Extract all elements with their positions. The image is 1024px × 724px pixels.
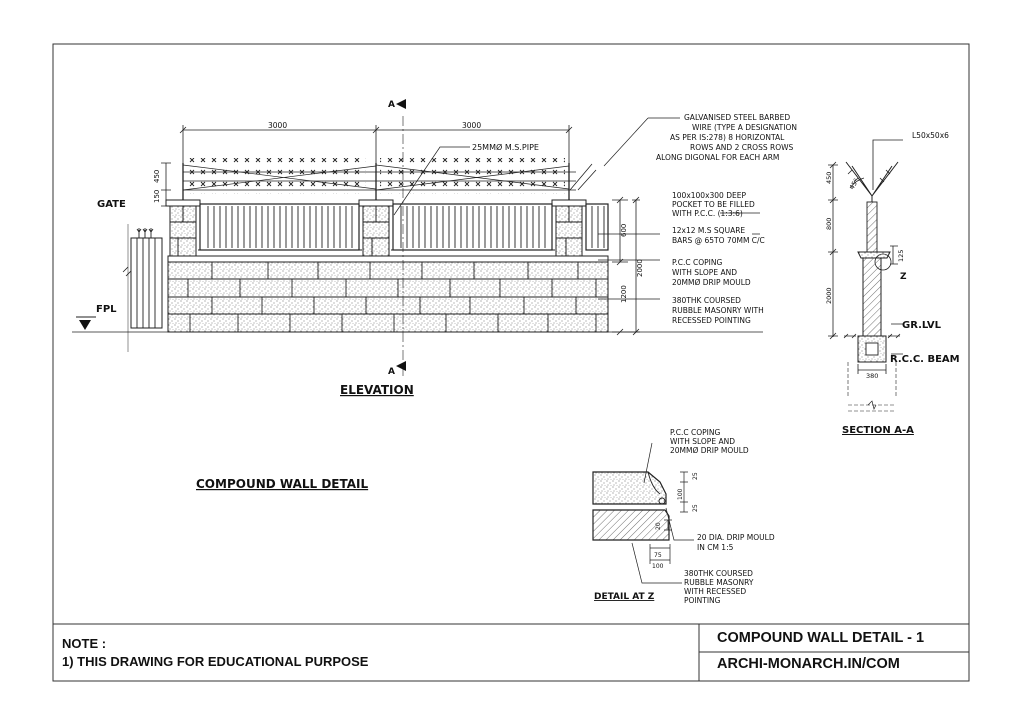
svg-text:AS PER IS:278) 8 HORIZONTAL: AS PER IS:278) 8 HORIZONTAL — [670, 133, 785, 142]
detail-title: DETAIL AT Z — [594, 592, 655, 602]
svg-text:380THK COURSED: 380THK COURSED — [672, 296, 741, 305]
dim-1200: 1200 — [620, 285, 628, 303]
dim-600: 600 — [620, 224, 628, 237]
svg-text:P.C.C COPING: P.C.C COPING — [670, 428, 720, 437]
coping-note: P.C.C COPING WITH SLOPE AND 20MMØ DRIP M… — [672, 258, 751, 287]
section-mark-bottom: A — [388, 367, 395, 377]
dim-2000-right: 2000 — [636, 259, 644, 277]
svg-text:WIRE (TYPE A DESIGNATION: WIRE (TYPE A DESIGNATION — [692, 123, 797, 132]
fpl-label: FPL — [96, 304, 117, 315]
dim-span-2: 3000 — [462, 121, 481, 130]
rcc-beam-label: R.C.C. BEAM — [890, 354, 960, 365]
dim-450-left: 450 — [153, 170, 161, 183]
section-dim-380: 380 — [866, 372, 878, 380]
svg-text:380THK COURSED: 380THK COURSED — [684, 569, 753, 578]
site-label: ARCHI-MONARCH.IN/COM — [717, 656, 900, 672]
fpl-marker — [79, 320, 91, 330]
dimension-right — [612, 196, 640, 336]
elevation-view — [72, 99, 763, 376]
detail-dim-100: 100 — [677, 488, 684, 500]
railing-panels — [198, 203, 609, 251]
section-dim-2000: 2000 — [825, 287, 833, 304]
svg-text:20 DIA. DRIP MOULD: 20 DIA. DRIP MOULD — [697, 533, 775, 542]
svg-text:WITH P.C.C. (1:3:6): WITH P.C.C. (1:3:6) — [672, 209, 743, 218]
svg-text:ROWS AND 2 CROSS ROWS: ROWS AND 2 CROSS ROWS — [690, 143, 794, 152]
section-title: SECTION A-A — [842, 425, 914, 436]
gate-label: GATE — [97, 199, 126, 210]
piers — [165, 199, 587, 257]
svg-text:BARS @ 65TO 70MM C/C: BARS @ 65TO 70MM C/C — [672, 236, 765, 245]
section-dim-800: 800 — [825, 218, 833, 230]
section-dim-450: 450 — [825, 172, 833, 184]
section-dim-125: 125 — [897, 250, 905, 262]
section-view — [828, 139, 903, 412]
note-text: 1) THIS DRAWING FOR EDUCATIONAL PURPOSE — [62, 654, 369, 669]
leaders — [393, 117, 760, 300]
sheet-title: COMPOUND WALL DETAIL — [196, 477, 368, 491]
detail-coping-note: P.C.C COPING WITH SLOPE AND 20MMØ DRIP M… — [670, 428, 749, 455]
svg-text:RUBBLE MASONRY: RUBBLE MASONRY — [684, 578, 754, 587]
detail-z-view — [592, 442, 694, 584]
sheet-border — [52, 43, 970, 682]
dim-span-1: 3000 — [268, 121, 287, 130]
svg-text:P.C.C COPING: P.C.C COPING — [672, 258, 722, 267]
gr-lvl-label: GR.LVL — [902, 320, 942, 331]
dimension-top — [179, 125, 573, 165]
detail-dim-20: 20 — [655, 522, 662, 530]
drawing-title: COMPOUND WALL DETAIL - 1 — [717, 630, 925, 646]
svg-text:WITH RECESSED: WITH RECESSED — [684, 587, 746, 596]
drip-mould-note: 20 DIA. DRIP MOULD IN CM 1:5 — [697, 533, 775, 552]
svg-text:RUBBLE MASONRY WITH: RUBBLE MASONRY WITH — [672, 306, 764, 315]
angle-label: L50x50x6 — [912, 131, 949, 140]
gate — [122, 224, 163, 352]
svg-text:POINTING: POINTING — [684, 596, 721, 605]
svg-text:RECESSED POINTING: RECESSED POINTING — [672, 316, 751, 325]
section-mark-top: A — [388, 100, 395, 110]
detail-masonry-note: 380THK COURSED RUBBLE MASONRY WITH RECES… — [684, 569, 754, 605]
masonry-note: 380THK COURSED RUBBLE MASONRY WITH RECES… — [672, 296, 764, 325]
dim-150-left: 150 — [153, 190, 161, 203]
pipe-note: 25MMØ M.S.PIPE — [472, 142, 539, 152]
detail-dim-25b: 25 — [692, 504, 699, 512]
section-z-mark: Z — [900, 272, 907, 282]
bars-note: 12x12 M.S SQUARE BARS @ 65TO 70MM C/C — [672, 226, 765, 245]
svg-text:WITH SLOPE AND: WITH SLOPE AND — [672, 268, 737, 277]
svg-text:IN CM 1:5: IN CM 1:5 — [697, 543, 734, 552]
detail-dim-75: 75 — [654, 552, 662, 559]
pocket-note: 100x100x300 DEEP POCKET TO BE FILLED WIT… — [672, 191, 755, 218]
svg-text:20MMØ DRIP MOULD: 20MMØ DRIP MOULD — [672, 278, 751, 287]
elevation-title: ELEVATION — [340, 383, 414, 397]
svg-text:100x100x300 DEEP: 100x100x300 DEEP — [672, 191, 746, 200]
barbed-wire-note: GALVANISED STEEL BARBED WIRE (TYPE A DES… — [656, 113, 797, 162]
svg-text:20MMØ DRIP MOULD: 20MMØ DRIP MOULD — [670, 446, 749, 455]
note-title: NOTE : — [62, 636, 107, 651]
detail-dim-100b: 100 — [652, 563, 664, 570]
svg-text:WITH SLOPE AND: WITH SLOPE AND — [670, 437, 735, 446]
svg-text:POCKET TO BE FILLED: POCKET TO BE FILLED — [672, 200, 755, 209]
svg-text:GALVANISED STEEL BARBED: GALVANISED STEEL BARBED — [684, 113, 790, 122]
detail-dim-25a: 25 — [692, 472, 699, 480]
barbed-wire — [182, 158, 597, 200]
masonry-courses — [168, 262, 608, 332]
svg-text:12x12 M.S SQUARE: 12x12 M.S SQUARE — [672, 226, 745, 235]
svg-text:ALONG DIGONAL FOR EACH ARM: ALONG DIGONAL FOR EACH ARM — [656, 153, 779, 162]
